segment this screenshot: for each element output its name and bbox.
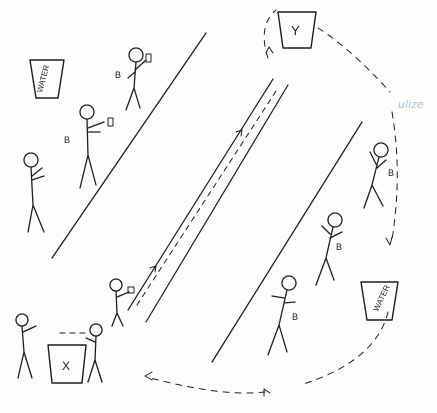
person-right-top: B [364,143,394,208]
dashed-loop-path [60,10,397,396]
center-track [128,79,288,322]
person-right-bottom: B [268,276,298,355]
svg-text:B: B [292,312,298,322]
person-near-x-left [16,314,36,378]
svg-text:B: B [336,242,342,252]
edge-text: ulize [398,98,424,111]
svg-text:B: B [115,70,121,80]
person-mid-left: B [64,105,113,188]
person-near-x-right [86,324,102,382]
svg-text:WATER: WATER [35,64,51,94]
svg-text:WATER: WATER [372,283,392,312]
water-bucket-right: WATER [361,282,398,320]
bucket-y: Y [278,12,316,48]
person-track-start [110,279,134,326]
person-right-middle: B [316,213,342,285]
svg-text:Y: Y [291,23,300,38]
bucket-x: X [48,345,86,383]
svg-text:B: B [388,168,394,178]
svg-text:B: B [64,135,70,145]
left-boundary-line [52,33,206,258]
svg-text:X: X [62,359,70,373]
water-bucket-top-left: WATER [30,60,64,98]
person-left-drinking [24,153,44,232]
person-top-left: B [115,48,151,110]
